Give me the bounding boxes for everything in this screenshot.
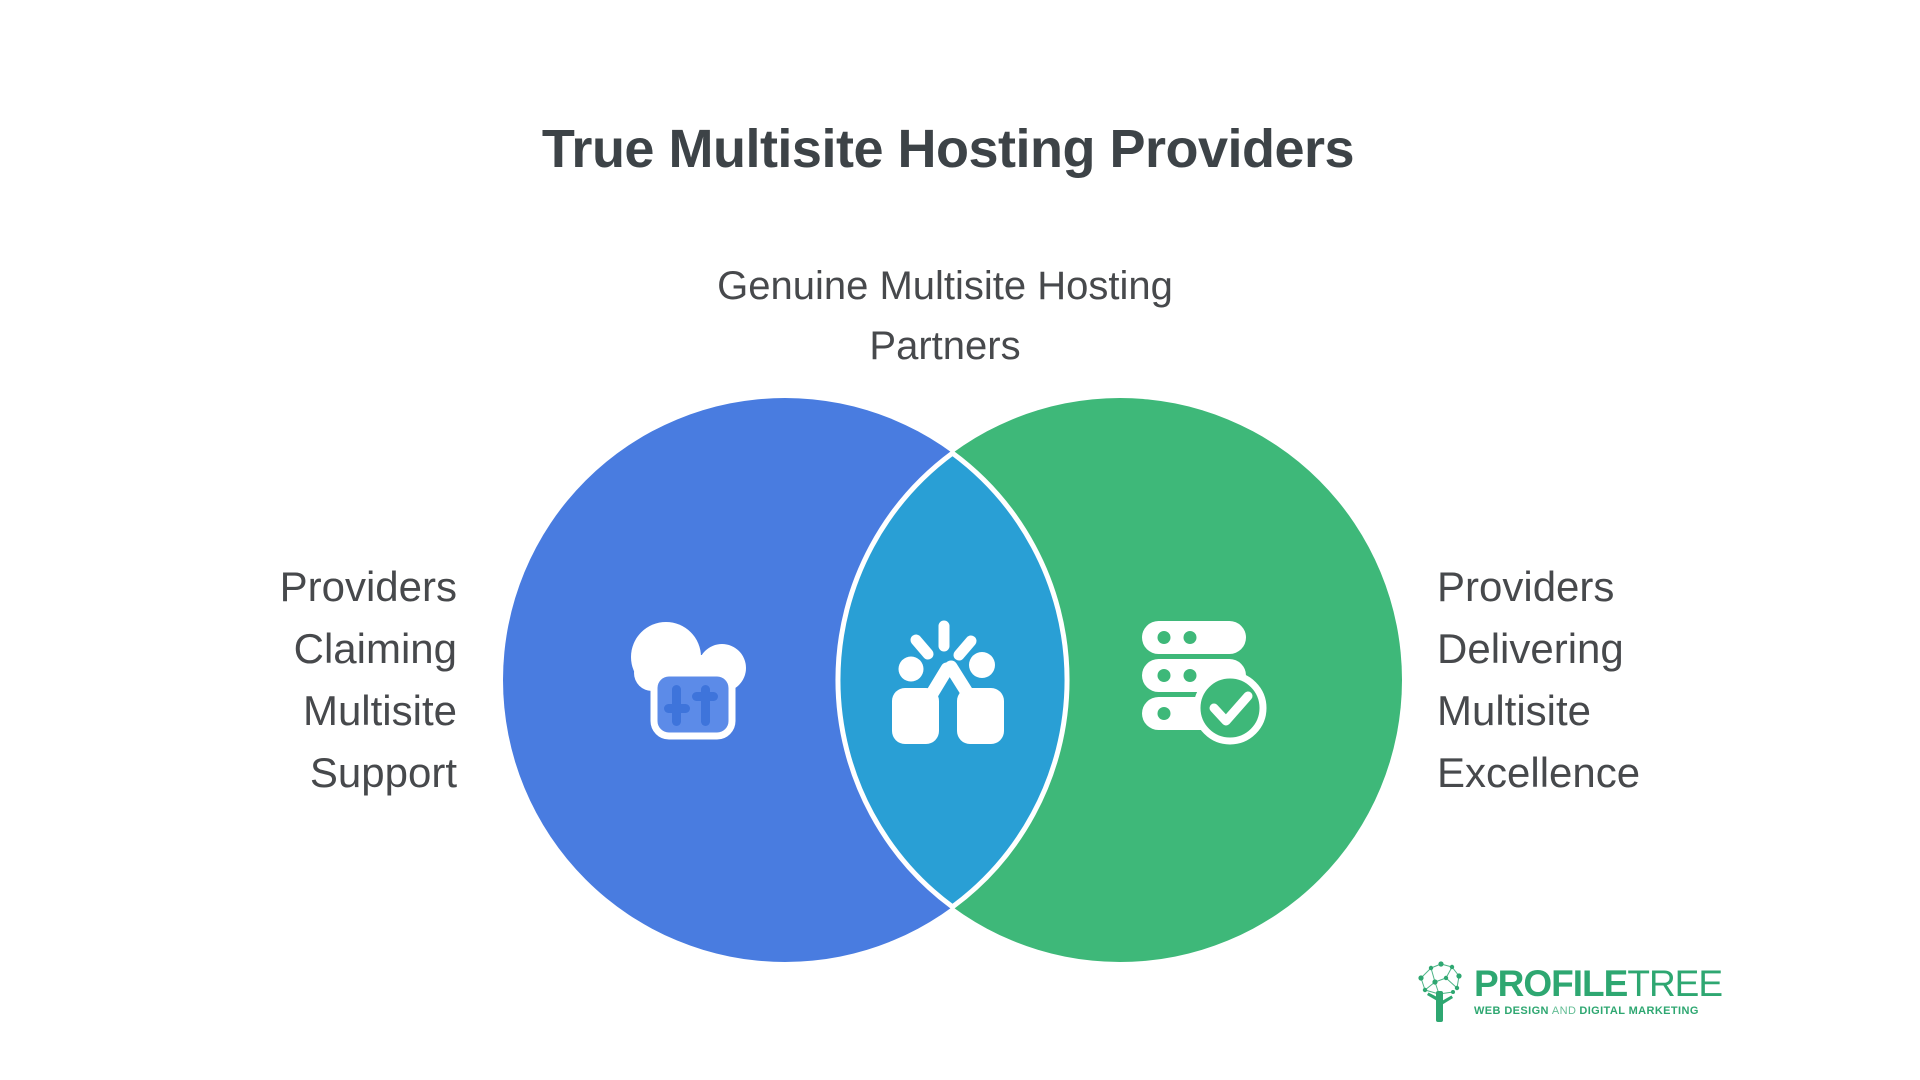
server-check-icon (1142, 621, 1267, 745)
right-label-line: Multisite (1437, 687, 1592, 734)
intersection-label-line2: Partners (869, 324, 1021, 368)
right-circle-label: Providers Delivering Multisite Excellenc… (1437, 556, 1640, 804)
high-five-icon (892, 620, 1004, 744)
tagline-web-design: WEB DESIGN (1474, 1005, 1549, 1017)
page-title: True Multisite Hosting Providers (541, 119, 1355, 179)
intersection-label-line1: Genuine Multisite Hosting (717, 264, 1173, 308)
intersection-label: Genuine Multisite Hosting Partners (717, 256, 1173, 376)
tagline-and: AND (1551, 1005, 1577, 1017)
left-circle-label: Providers Claiming Multisite Support (280, 556, 457, 804)
brand-wordmark-primary: PROFILE (1474, 963, 1628, 1004)
cloud-settings-icon (631, 622, 746, 740)
left-label-line: Multisite (302, 687, 457, 734)
left-label-line: Support (309, 749, 457, 796)
left-label-line: Providers (279, 563, 457, 610)
left-label-line: Claiming (293, 625, 457, 672)
brand-wordmark: PROFILETREE (1474, 963, 1723, 1004)
right-label-line: Excellence (1437, 749, 1641, 796)
brand-wordmark-secondary: TREE (1627, 963, 1723, 1004)
tagline-digital-marketing: DIGITAL MARKETING (1579, 1005, 1699, 1017)
right-label-line: Providers (1437, 563, 1615, 610)
right-label-line: Delivering (1437, 625, 1624, 672)
tree-icon (1418, 961, 1462, 1022)
